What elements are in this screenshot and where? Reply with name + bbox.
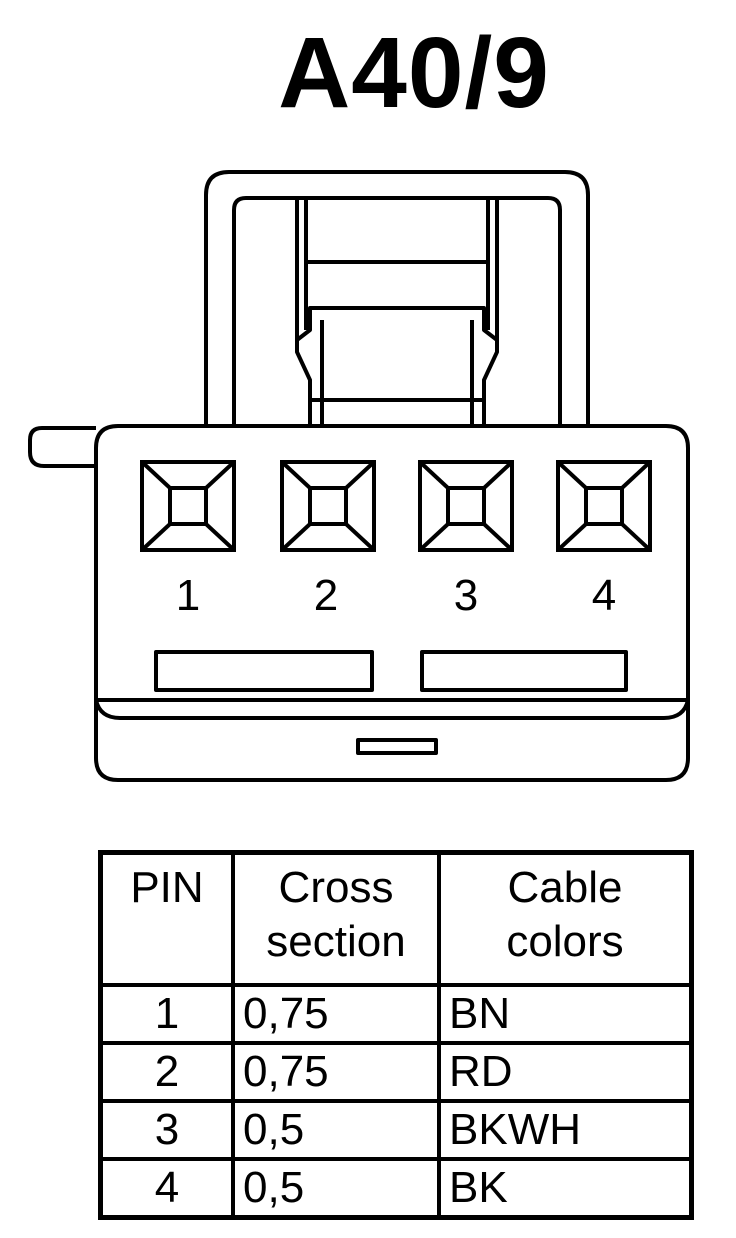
cell-cable-color: BK: [437, 1157, 694, 1220]
cell-cable-color: RD: [437, 1041, 694, 1103]
lower-slot-left: [154, 650, 374, 692]
connector-drawing: 1 2 3 4: [28, 170, 690, 782]
header-cable-colors: Cable colors: [437, 850, 694, 987]
pin-cavity-4: [556, 460, 652, 552]
cell-pin: 1: [98, 983, 235, 1045]
table-row: 3 0,5 BKWH: [98, 1099, 694, 1161]
latch-outer: [204, 170, 590, 428]
cell-cable-color: BKWH: [437, 1099, 694, 1161]
header-pin: PIN: [98, 850, 235, 987]
cell-cross-section: 0,75: [231, 983, 441, 1045]
pin-number-3: 3: [454, 571, 478, 620]
pin-assignment-table: PIN Cross section Cable colors 1 0,75 BN…: [98, 850, 694, 1220]
side-tab: [28, 426, 96, 468]
pin-cavity-3: [418, 460, 514, 552]
table-row: 4 0,5 BK: [98, 1157, 694, 1220]
key-slot: [356, 738, 438, 755]
connector-title: A40/9: [278, 17, 550, 129]
cell-cross-section: 0,75: [231, 1041, 441, 1103]
cell-cross-section: 0,5: [231, 1157, 441, 1220]
cell-cable-color: BN: [437, 983, 694, 1045]
pin-number-2: 2: [314, 571, 338, 620]
housing-body: [94, 424, 690, 782]
pin-cavities: [140, 460, 652, 552]
cell-pin: 2: [98, 1041, 235, 1103]
cell-cross-section: 0,5: [231, 1099, 441, 1161]
pin-number-1: 1: [176, 571, 200, 620]
lower-slot-right: [420, 650, 628, 692]
latch-inner: [232, 196, 562, 428]
table-row: 1 0,75 BN: [98, 983, 694, 1045]
pin-number-4: 4: [592, 571, 616, 620]
pin-cavity-1: [140, 460, 236, 552]
header-cross-section: Cross section: [231, 850, 441, 987]
pin-cavity-2: [280, 460, 376, 552]
cell-pin: 4: [98, 1157, 235, 1220]
table-header-row: PIN Cross section Cable colors: [98, 850, 694, 987]
table-row: 2 0,75 RD: [98, 1041, 694, 1103]
latch-tongue: [295, 306, 499, 425]
cell-pin: 3: [98, 1099, 235, 1161]
